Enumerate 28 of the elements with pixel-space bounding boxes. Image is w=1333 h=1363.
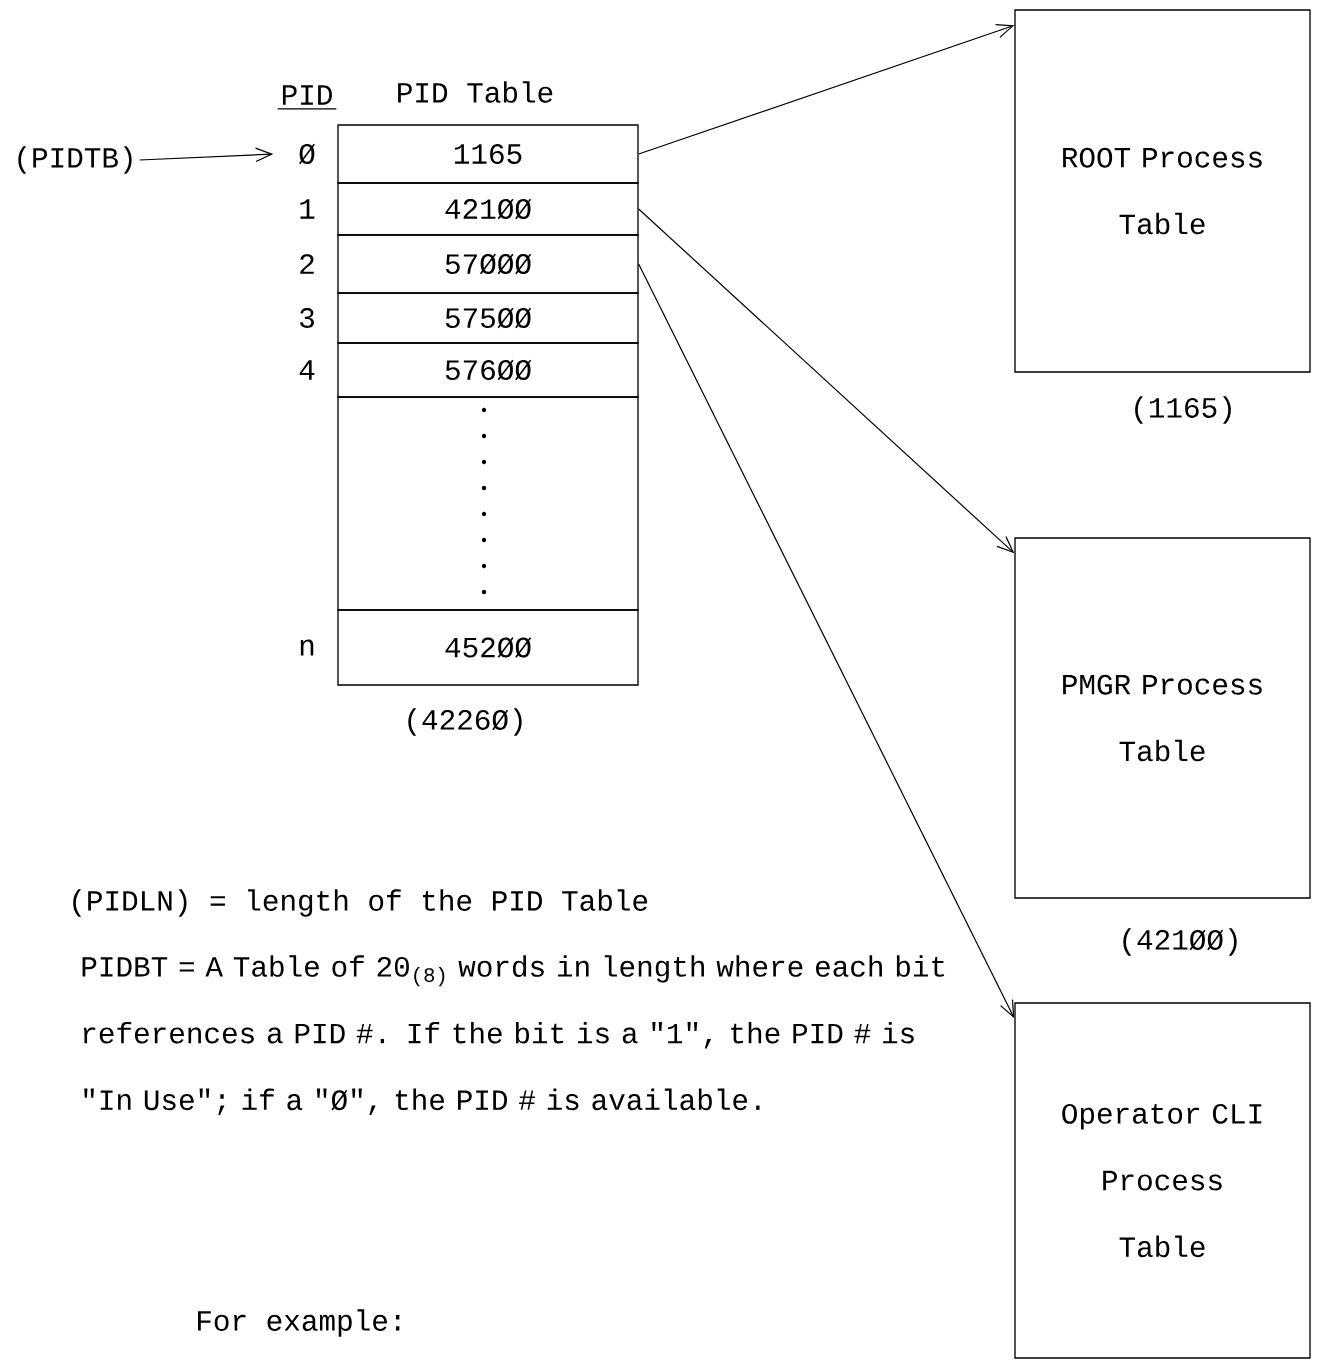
note-text: For example: xyxy=(198,1309,400,1337)
process-table-box: Operator CLI Process Table xyxy=(1014,1002,1311,1359)
arrow xyxy=(638,24,1015,155)
pid-number: 3 xyxy=(300,308,314,328)
table-row: 57ØØØ xyxy=(337,234,639,294)
pid-number: n xyxy=(300,639,314,656)
pid-number: 4 xyxy=(299,360,315,380)
table-row: 421ØØ xyxy=(337,182,639,236)
table-row: 576ØØ xyxy=(337,342,639,398)
arrow xyxy=(638,263,1015,1019)
table-row: 575ØØ xyxy=(337,292,639,344)
pid-number: 2 xyxy=(300,254,314,274)
pid-number: Ø xyxy=(299,143,315,165)
process-table-box: ROOT Process Table xyxy=(1014,9,1311,373)
ellipsis-row xyxy=(337,396,639,611)
pid-number: 1 xyxy=(300,199,315,219)
arrow xyxy=(138,147,274,163)
arrow xyxy=(638,208,1015,554)
table-row: 1165 xyxy=(337,124,639,184)
address-label: (421ØØ) xyxy=(1123,928,1237,956)
definition-text: (PIDLN) = length of the PID Table xyxy=(73,889,648,917)
column-header: PID xyxy=(282,85,332,105)
address-label: (1165) xyxy=(1135,396,1231,424)
table-row: 452ØØ xyxy=(337,609,639,686)
process-table-box: PMGR Process Table xyxy=(1014,537,1311,899)
column-header: PID Table xyxy=(398,81,553,103)
definition-text: PIDBT = A Table of 20$_{(8)}$ words in length where each bit references a PID #. If the bit is a "1", the PID # is "In Use"; if a "Ø", the PID # is available. xyxy=(82,955,945,1116)
pointer-label: (PIDTB) xyxy=(18,146,132,174)
